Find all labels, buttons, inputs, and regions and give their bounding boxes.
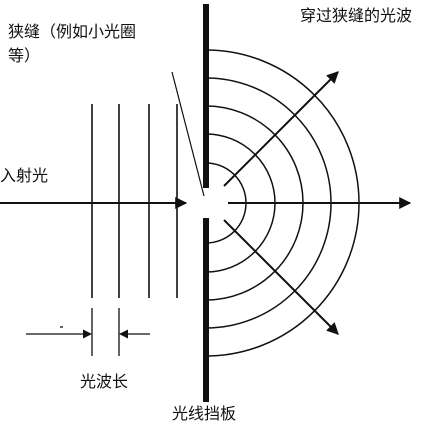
incident-light-label: 入射光 bbox=[0, 166, 49, 185]
slit-label-continued: 等） bbox=[8, 46, 41, 65]
slit-label: 狭缝（例如小光圈 bbox=[8, 22, 137, 41]
wavelength-marker bbox=[26, 308, 150, 356]
incident-wavefronts bbox=[91, 104, 178, 298]
barrier-label: 光线挡板 bbox=[172, 404, 237, 423]
wave-through-slit-label: 穿过狭缝的光波 bbox=[300, 6, 413, 25]
diffracted-rays bbox=[223, 71, 412, 335]
ray-arrow-lower-right bbox=[223, 219, 339, 335]
wavelength-label: 光波长 bbox=[80, 372, 129, 391]
slit-pointer-line bbox=[171, 71, 205, 197]
ray-arrow-upper-right bbox=[223, 71, 339, 187]
